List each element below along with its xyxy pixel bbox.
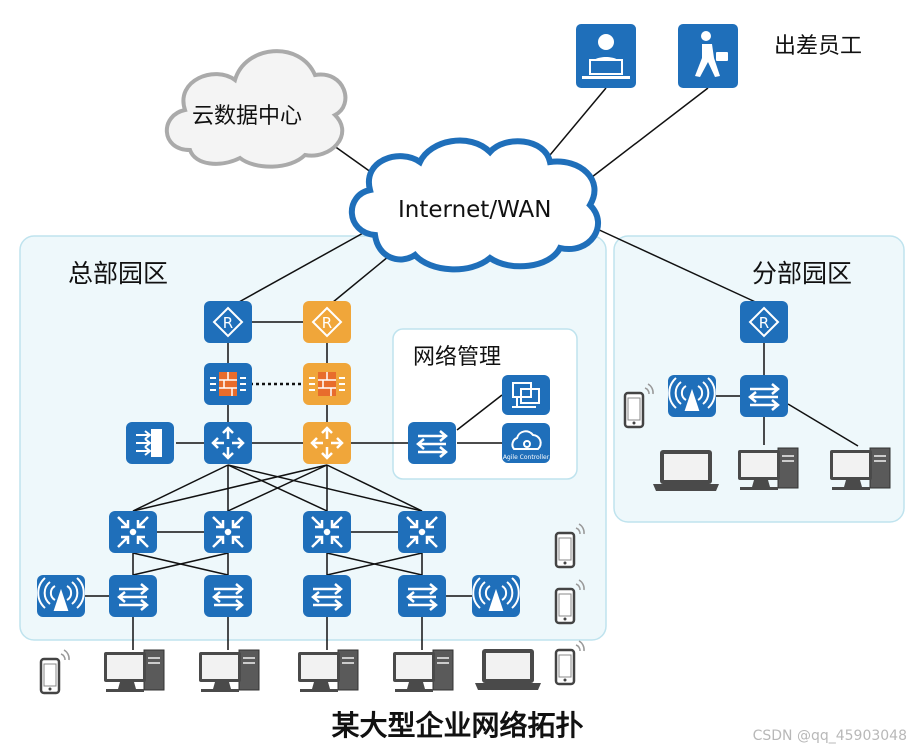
hq-router-1[interactable] bbox=[204, 301, 252, 343]
hq-aggregation-switch-1[interactable] bbox=[109, 511, 157, 553]
hq-firewall-1[interactable] bbox=[204, 363, 252, 405]
hq-pc-4 bbox=[392, 649, 454, 693]
diagram-title: 某大型企业网络拓扑 bbox=[331, 709, 584, 742]
network-links bbox=[85, 87, 859, 650]
mgmt-switch[interactable] bbox=[408, 422, 456, 464]
remote-worker-laptop-icon bbox=[576, 24, 636, 88]
hq-firewall-2[interactable] bbox=[303, 363, 351, 405]
hq-phone-1 bbox=[39, 648, 71, 695]
cloud-dc-shape bbox=[164, 49, 348, 169]
watermark: CSDN @qq_45903048 bbox=[752, 728, 907, 744]
internet-wan-label: Internet/WAN bbox=[398, 197, 552, 223]
branch-laptop bbox=[653, 450, 719, 491]
hq-laptop bbox=[475, 649, 541, 690]
hq-campus-label: 总部园区 bbox=[68, 259, 169, 288]
mgmt-server[interactable] bbox=[502, 375, 550, 415]
hq-access-switch-4[interactable] bbox=[398, 575, 446, 617]
branch-campus-label: 分部园区 bbox=[752, 259, 853, 288]
network-mgmt-label: 网络管理 bbox=[413, 345, 502, 370]
hq-aggregation-switch-2[interactable] bbox=[204, 511, 252, 553]
business-traveler-icon bbox=[678, 24, 738, 88]
hq-access-switch-3[interactable] bbox=[303, 575, 351, 617]
traveling-staff-label: 出差员工 bbox=[774, 34, 863, 59]
hq-router-2[interactable] bbox=[303, 301, 351, 343]
hq-pc-3 bbox=[297, 649, 359, 693]
hq-core-switch-2[interactable] bbox=[303, 422, 351, 464]
hq-wireless-ap-1[interactable] bbox=[37, 575, 85, 617]
hq-aggregation-switch-4[interactable] bbox=[398, 511, 446, 553]
hq-wireless-ap-2[interactable] bbox=[472, 575, 520, 617]
hq-pc-2 bbox=[198, 649, 260, 693]
hq-load-balancer[interactable] bbox=[126, 422, 174, 464]
agile-controller[interactable] bbox=[501, 423, 551, 463]
cloud-datacenter-label: 云数据中心 bbox=[192, 104, 303, 129]
hq-access-switch-2[interactable] bbox=[204, 575, 252, 617]
branch-router[interactable] bbox=[740, 301, 788, 343]
internet-cloud-shape bbox=[348, 137, 601, 273]
branch-wireless-ap[interactable] bbox=[668, 375, 716, 417]
hq-phone-4 bbox=[554, 639, 586, 686]
hq-core-switch-1[interactable] bbox=[204, 422, 252, 464]
branch-access-switch[interactable] bbox=[740, 375, 788, 417]
hq-pc-1 bbox=[103, 649, 165, 693]
hq-aggregation-switch-3[interactable] bbox=[303, 511, 351, 553]
hq-access-switch-1[interactable] bbox=[109, 575, 157, 617]
